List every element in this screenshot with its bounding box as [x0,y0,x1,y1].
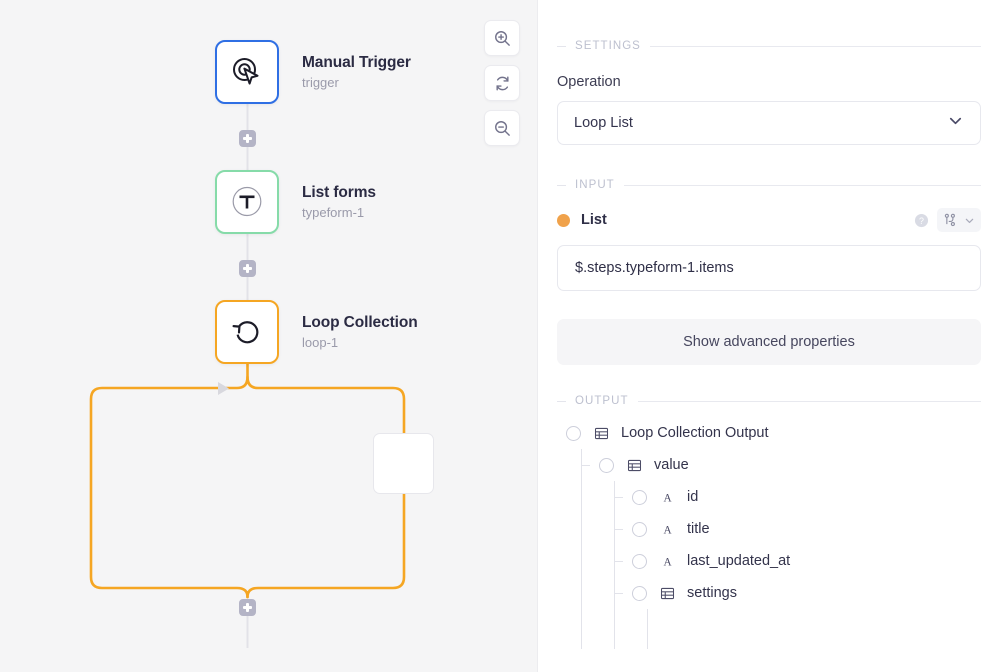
tree-toggle[interactable] [632,585,647,601]
list-value-input[interactable]: $.steps.typeform-1.items [557,245,981,291]
question-circle-icon[interactable]: ? [914,213,929,228]
node-manual-trigger[interactable]: Manual Trigger trigger [215,40,411,104]
node-list-forms[interactable]: List forms typeform-1 [215,170,376,234]
variable-picker-button[interactable] [937,208,981,232]
svg-text:A: A [663,556,672,568]
zoom-in-icon [494,30,510,46]
refresh-icon [495,76,509,90]
tree-guide [581,465,590,466]
tree-toggle[interactable] [632,489,647,505]
tree-toggle[interactable] [632,553,647,569]
node-text: Loop Collection loop-1 [302,313,418,352]
node-text: List forms typeform-1 [302,183,376,222]
zoom-out-button[interactable] [484,110,520,146]
tree-label: settings [687,585,737,601]
add-step-button-3[interactable] [239,599,256,616]
string-type-icon: A [660,490,675,505]
tree-toggle[interactable] [566,425,581,441]
section-label: SETTINGS [575,40,641,52]
node-icon-card[interactable] [215,170,279,234]
string-type-icon: A [660,554,675,569]
tree-row[interactable]: value [557,449,981,481]
object-type-icon [660,586,675,601]
section-dash [557,400,566,402]
operation-label: Operation [557,74,621,90]
section-label: INPUT [575,179,615,191]
tree-label: Loop Collection Output [621,425,769,441]
add-step-button-1[interactable] [239,130,256,147]
node-title: Manual Trigger [302,53,411,71]
section-rule [649,45,981,47]
tree-row[interactable]: settings [557,577,981,609]
tree-guide [647,609,648,649]
node-subtitle: trigger [302,75,339,91]
canvas-edges [89,104,406,648]
section-header-output: OUTPUT [557,365,981,407]
loop-arrow-icon [232,321,259,344]
tree-row[interactable]: A title [557,513,981,545]
tree-toggle[interactable] [599,457,614,473]
typeform-t-icon [232,186,262,217]
loop-body-placeholder[interactable] [373,433,434,494]
section-header-settings: SETTINGS [557,0,981,52]
section-label: OUTPUT [575,395,629,407]
svg-text:?: ? [919,215,924,225]
tree-label: value [654,457,689,473]
inspector-panel: SETTINGS Operation Loop List INPUT [538,0,1000,672]
node-title: List forms [302,183,376,201]
node-loop-collection[interactable]: Loop Collection loop-1 [215,300,418,364]
svg-text:A: A [663,524,672,536]
section-header-input: INPUT [557,145,981,191]
tree-row[interactable]: A last_updated_at [557,545,981,577]
object-type-icon [627,458,642,473]
tree-label: last_updated_at [687,553,791,569]
add-step-button-2[interactable] [239,260,256,277]
required-dot-icon [557,213,570,227]
workflow-canvas[interactable]: Manual Trigger trigger List forms typefo… [0,0,538,672]
section-dash [557,45,566,47]
string-type-icon: A [660,522,675,537]
node-icon-card[interactable] [215,40,279,104]
zoom-out-icon [494,120,510,136]
tree-guide [614,481,615,649]
object-type-icon [594,426,609,441]
section-rule [623,184,981,186]
output-tree: Loop Collection Output value [557,417,981,649]
node-icon-card[interactable] [215,300,279,364]
tree-toggle[interactable] [632,521,647,537]
input-field-header: List ? [557,207,981,233]
tree-row[interactable]: A id [557,481,981,513]
tree-row[interactable]: Loop Collection Output [557,417,981,449]
section-dash [557,184,566,186]
cursor-click-icon [233,58,259,85]
tree-guide [614,529,623,530]
zoom-in-button[interactable] [484,20,520,56]
tree-label: title [687,521,710,537]
tree-guide [614,593,623,594]
svg-text:A: A [663,492,672,504]
list-value-text: $.steps.typeform-1.items [575,260,734,276]
chevron-down-icon [965,218,974,223]
fit-view-button[interactable] [484,65,520,101]
node-title: Loop Collection [302,313,418,331]
tree-guide [581,449,582,649]
operation-value: Loop List [574,115,633,131]
node-subtitle: typeform-1 [302,205,365,221]
input-field-name: List [581,212,607,228]
git-branch-icon [944,213,955,227]
chevron-down-icon [947,112,964,134]
zoom-controls [484,20,520,146]
node-subtitle: loop-1 [302,335,339,351]
operation-select[interactable]: Loop List [557,101,981,145]
tree-guide [614,561,623,562]
tree-guide [614,497,623,498]
node-text: Manual Trigger trigger [302,53,411,92]
tree-label: id [687,489,699,505]
section-rule [637,400,981,402]
show-advanced-properties-button[interactable]: Show advanced properties [557,319,981,365]
